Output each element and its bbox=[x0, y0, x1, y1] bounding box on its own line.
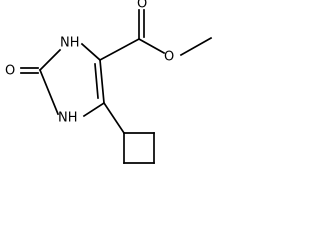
bonds bbox=[20, 9, 213, 164]
bond-o-methyl bbox=[179, 36, 213, 57]
atom-label-ring-carbonyl-oxygen: O bbox=[5, 64, 15, 79]
atom-label-nh-bottom: NH bbox=[58, 111, 78, 126]
atom-label-nh-top: NH bbox=[60, 36, 80, 51]
bond-c2-n1 bbox=[38, 48, 62, 72]
atom-labels: O NH NH O O bbox=[5, 0, 174, 126]
bond-n3-c2 bbox=[38, 68, 60, 116]
bond-c4-ccarbonyl bbox=[98, 37, 141, 62]
atom-label-ester-carbonyl-oxygen: O bbox=[137, 0, 147, 12]
bond-n1-c4 bbox=[80, 42, 102, 62]
bond-c5-cyclobutyl bbox=[102, 101, 126, 135]
chemical-structure-diagram: O NH NH O O bbox=[5, 0, 213, 164]
bond-ccarbonyl-o-ester bbox=[137, 37, 166, 55]
bond-c5-n3 bbox=[82, 101, 106, 118]
bond-c4-c5-inner bbox=[94, 63, 99, 99]
atom-label-ester-oxygen: O bbox=[164, 50, 174, 65]
bond-c4-c5 bbox=[99, 59, 105, 104]
